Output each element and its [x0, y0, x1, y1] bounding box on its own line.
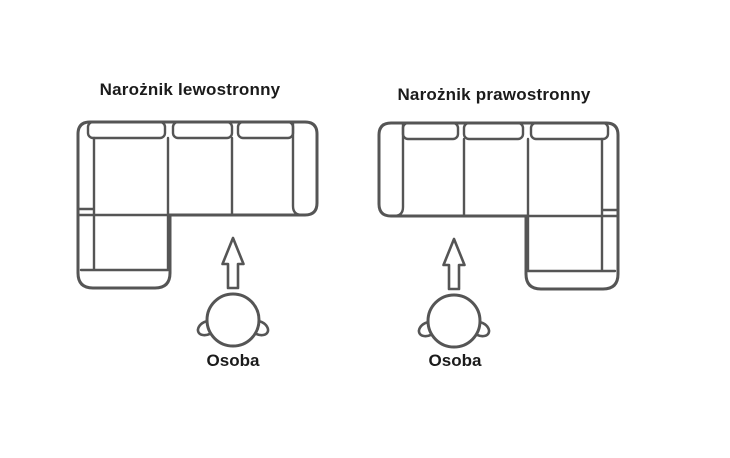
up-arrow-icon — [442, 237, 466, 291]
sofa-outline — [377, 121, 620, 291]
back-cushion — [401, 121, 460, 141]
sofa-inner-lines — [76, 121, 304, 272]
sofa-inner-lines — [392, 122, 620, 273]
right-person-label: Osoba — [428, 351, 482, 370]
back-cushion — [86, 120, 167, 140]
corner-sofa-left-icon — [76, 120, 319, 348]
back-cushion — [529, 121, 610, 141]
left-person-label: Osoba — [206, 351, 260, 370]
sofa-outline — [76, 120, 319, 290]
back-cushion — [236, 120, 295, 140]
person-top-view-icon — [196, 292, 270, 348]
up-arrow-icon — [221, 236, 245, 290]
corner-sofa-right-icon — [377, 121, 620, 349]
sofa-left-group — [76, 120, 319, 290]
left-diagram-title: Narożnik lewostronny — [99, 80, 281, 99]
person-top-view-icon — [417, 293, 491, 349]
sofa-right-group — [377, 121, 620, 291]
right-diagram-title: Narożnik prawostronny — [397, 85, 591, 104]
person-head — [205, 292, 261, 348]
back-cushion — [171, 120, 234, 140]
person-head — [426, 293, 482, 349]
back-cushion — [462, 121, 525, 141]
